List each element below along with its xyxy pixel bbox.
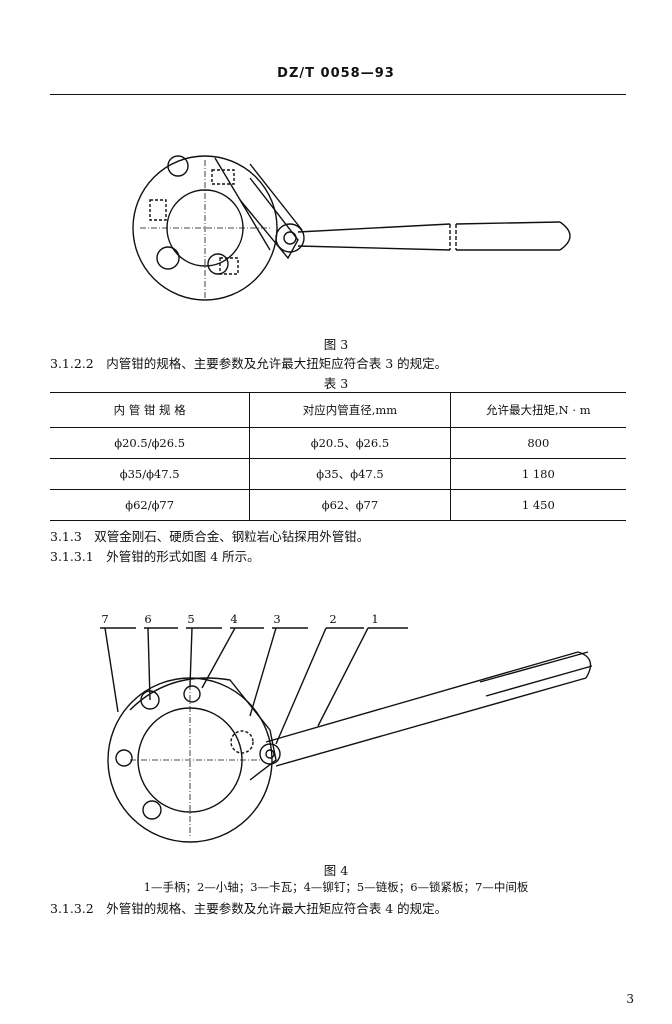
clause-3-1-3-2: 3.1.3.2 外管钳的规格、主要参数及允许最大扭矩应符合表 4 的规定。 [50,901,448,916]
table-cell: ϕ62/ϕ77 [50,489,250,521]
table-cell: 800 [450,427,626,459]
page-number: 3 [626,992,634,1006]
callout-4: 4 [230,612,238,626]
table-cell: ϕ62、ϕ77 [249,489,451,521]
callout-3: 3 [273,612,281,626]
table-cell: 1 180 [450,458,626,490]
clause-3-1-2-2: 3.1.2.2 内管钳的规格、主要参数及允许最大扭矩应符合表 3 的规定。 [50,356,448,371]
table-row: ϕ62/ϕ77 ϕ62、ϕ77 1 450 [50,489,626,521]
callout-1: 1 [371,612,379,626]
table-cell: 1 450 [450,489,626,521]
callout-7: 7 [101,612,109,626]
table-cell: ϕ20.5/ϕ26.5 [50,427,250,459]
table-header-cell: 内 管 钳 规 格 [50,392,250,428]
figure-4-caption: 图 4 [323,863,349,878]
table-row: ϕ20.5/ϕ26.5 ϕ20.5、ϕ26.5 800 [50,427,626,459]
table-row: ϕ35/ϕ47.5 ϕ35、ϕ47.5 1 180 [50,458,626,490]
header-rule [50,94,626,95]
table-cell: ϕ35/ϕ47.5 [50,458,250,490]
clause-3-1-3: 3.1.3 双管金刚石、硬质合金、钢粒岩心钻探用外管钳。 [50,529,370,544]
figure-3-caption: 图 3 [323,337,349,352]
table-cell: ϕ20.5、ϕ26.5 [249,427,451,459]
table-3: 内 管 钳 规 格 对应内管直径,mm 允许最大扭矩,N · m ϕ20.5/ϕ… [50,392,626,521]
table-cell: ϕ35、ϕ47.5 [249,458,451,490]
callout-5: 5 [187,612,195,626]
callout-2: 2 [329,612,337,626]
table-3-title: 表 3 [323,376,349,391]
table-header-row: 内 管 钳 规 格 对应内管直径,mm 允许最大扭矩,N · m [50,392,626,428]
figure-4-legend: 1—手柄；2—小轴；3—卡瓦；4—铆钉；5—链板；6—锁紧板；7—中间板 [143,880,529,894]
callout-6: 6 [144,612,152,626]
figure-3-drawing [132,155,571,301]
figure-4-drawing [100,627,593,843]
table-header-cell: 允许最大扭矩,N · m [450,392,626,428]
clause-3-1-3-1: 3.1.3.1 外管钳的形式如图 4 所示。 [50,549,260,564]
standard-code-header: DZ/T 0058—93 [277,66,395,81]
table-header-cell: 对应内管直径,mm [249,392,451,428]
